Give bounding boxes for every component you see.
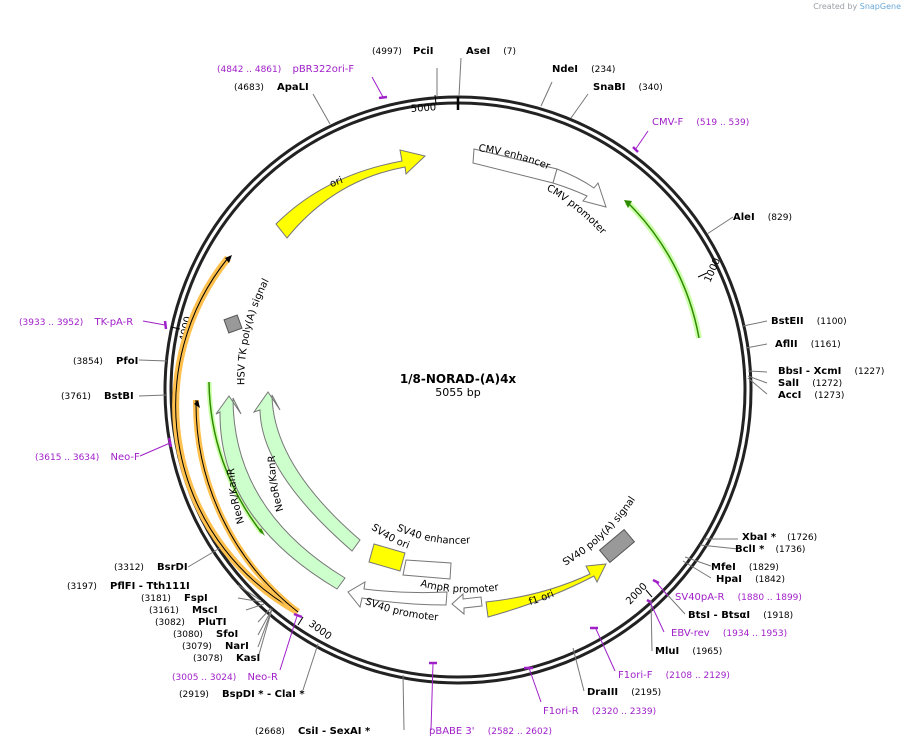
- primer-neo-r[interactable]: (3005 .. 3024) Neo-R: [172, 672, 278, 683]
- insert-arrowhead: [624, 200, 632, 208]
- site-bstbi[interactable]: (3761) BstBI: [61, 384, 134, 403]
- orange-arrowhead-top: [225, 255, 232, 263]
- site-pluti[interactable]: (3082) PluTI: [155, 610, 226, 629]
- tick-5000: 5000: [410, 94, 437, 115]
- snapgene-logo: SnapGene: [859, 2, 901, 11]
- plasmid-size: 5055 bp: [435, 386, 480, 399]
- site-alei[interactable]: AleI (829): [733, 205, 792, 224]
- ori-label: ori: [328, 175, 344, 190]
- primer-cmv-f[interactable]: CMV-F (519 .. 539): [652, 117, 749, 128]
- primer-sv40pa-r[interactable]: SV40pA-R (1880 .. 1899): [675, 592, 802, 603]
- credit-prefix: Created by: [813, 2, 858, 11]
- f1-ori-feature[interactable]: [485, 563, 607, 618]
- site-labels: (4997) PciI AseI (7) NdeI (234) SnaBI (3…: [61, 39, 884, 738]
- site-nari[interactable]: (3079) NarI: [182, 634, 249, 653]
- left-green-line: [208, 381, 263, 534]
- primer-leaders: [139, 76, 669, 731]
- neor-kanr-feature-outer[interactable]: [215, 395, 346, 590]
- site-mfei[interactable]: MfeI (1829): [711, 555, 779, 574]
- site-bsrdi[interactable]: (3312) BsrDI: [114, 555, 188, 574]
- insert-highlight: [624, 199, 702, 339]
- site-pflfi-tth111i[interactable]: (3197) PflFI - Tth111I: [67, 574, 190, 593]
- hsv-tk-polya-label: HSV TK poly(A) signal: [236, 277, 271, 385]
- primer-mark-sv40pa-r: [652, 578, 660, 585]
- cmv-promoter-feature[interactable]: [552, 168, 607, 208]
- snapgene-credit: Created by SnapGene: [813, 2, 901, 11]
- site-msci[interactable]: (3161) MscI: [149, 598, 218, 617]
- site-apali[interactable]: (4683) ApaLI: [234, 75, 309, 94]
- site-pfoi[interactable]: (3854) PfoI: [73, 349, 138, 368]
- site-sali[interactable]: SalI (1272): [778, 371, 842, 390]
- site-sfoi[interactable]: (3080) SfoI: [173, 622, 238, 641]
- site-acci[interactable]: AccI (1273): [778, 383, 844, 402]
- ampr-promoter-feature[interactable]: [451, 592, 483, 616]
- site-xbai[interactable]: XbaI * (1726): [742, 525, 817, 544]
- neor-kanr-feature-inner[interactable]: [252, 391, 361, 552]
- site-kasi[interactable]: (3078) KasI: [193, 646, 260, 665]
- tick-label-2000: 2000: [624, 581, 650, 607]
- primer-mark-pbr322ori-f: [378, 95, 388, 100]
- primer-pbr322ori-f[interactable]: (4842 .. 4861) pBR322ori-F: [217, 64, 354, 75]
- site-fspi[interactable]: (3181) FspI: [141, 586, 208, 605]
- site-pcii[interactable]: (4997) PciI: [372, 39, 433, 58]
- insert-line: [626, 201, 700, 339]
- site-bbsi-xcmi[interactable]: BbsI - XcmI (1227): [778, 359, 884, 378]
- primer-tk-pa-r[interactable]: (3933 .. 3952) TK-pA-R: [19, 317, 133, 328]
- primer-f1ori-f[interactable]: F1ori-F (2108 .. 2129): [618, 670, 730, 681]
- ori-feature[interactable]: [275, 149, 427, 239]
- primer-mark-neo-r: [293, 612, 303, 619]
- left-orange-line: [175, 257, 299, 613]
- site-ndei[interactable]: NdeI (234): [552, 57, 615, 76]
- site-aflii[interactable]: AflII (1161): [775, 332, 841, 351]
- site-mlui[interactable]: MluI (1965): [655, 639, 722, 658]
- primer-mark-tk-pa-r: [163, 320, 168, 330]
- sv40-promoter-feature[interactable]: [347, 581, 448, 609]
- tick-label-3000: 3000: [306, 619, 333, 643]
- primer-pbabe3[interactable]: pBABE 3' (2582 .. 2602): [429, 726, 552, 737]
- orange-arrowhead-bottom: [194, 400, 200, 408]
- sv40-ori-feature[interactable]: [368, 543, 406, 572]
- scale-ticks: 1000 2000 3000 4000 5000: [170, 94, 723, 643]
- site-leaders: [138, 57, 768, 731]
- site-hpai[interactable]: HpaI (1842): [716, 567, 785, 586]
- primer-neo-f[interactable]: (3615 .. 3634) Neo-F: [35, 452, 140, 463]
- primer-ebv-rev[interactable]: EBV-rev (1934 .. 1953): [671, 628, 787, 639]
- site-snabi[interactable]: SnaBI (340): [593, 75, 663, 94]
- left-orange-line-2: [195, 399, 299, 613]
- site-bsteii[interactable]: BstEII (1100): [771, 309, 847, 328]
- primer-labels: (4842 .. 4861) pBR322ori-F CMV-F (519 ..…: [19, 64, 802, 737]
- tick-2000: 2000: [624, 581, 653, 607]
- site-draiii[interactable]: DraIII (2195): [587, 680, 661, 699]
- site-bspdi-clai[interactable]: (2919) BspDI * - ClaI *: [179, 682, 305, 701]
- hsv-tk-polya-box[interactable]: [223, 314, 243, 334]
- primer-mark-neo-f: [167, 437, 173, 448]
- sv40-enhancer-feature[interactable]: [402, 559, 452, 580]
- plasmid-name: 1/8-NORAD-(A)4x: [400, 372, 517, 386]
- site-bcli[interactable]: BclI * (1736): [735, 537, 805, 556]
- primer-f1ori-r[interactable]: F1ori-R (2320 .. 2339): [543, 706, 656, 717]
- site-asei[interactable]: AseI (7): [466, 39, 516, 58]
- site-csii-sexai[interactable]: (2668) CsiI - SexAI *: [255, 719, 371, 738]
- left-green-arrowhead: [259, 528, 265, 536]
- tick-label-5000: 5000: [410, 102, 436, 115]
- sv40-polya-box[interactable]: [598, 528, 636, 564]
- site-btsi-btsai[interactable]: BtsI - BtsαI (1918): [688, 603, 793, 622]
